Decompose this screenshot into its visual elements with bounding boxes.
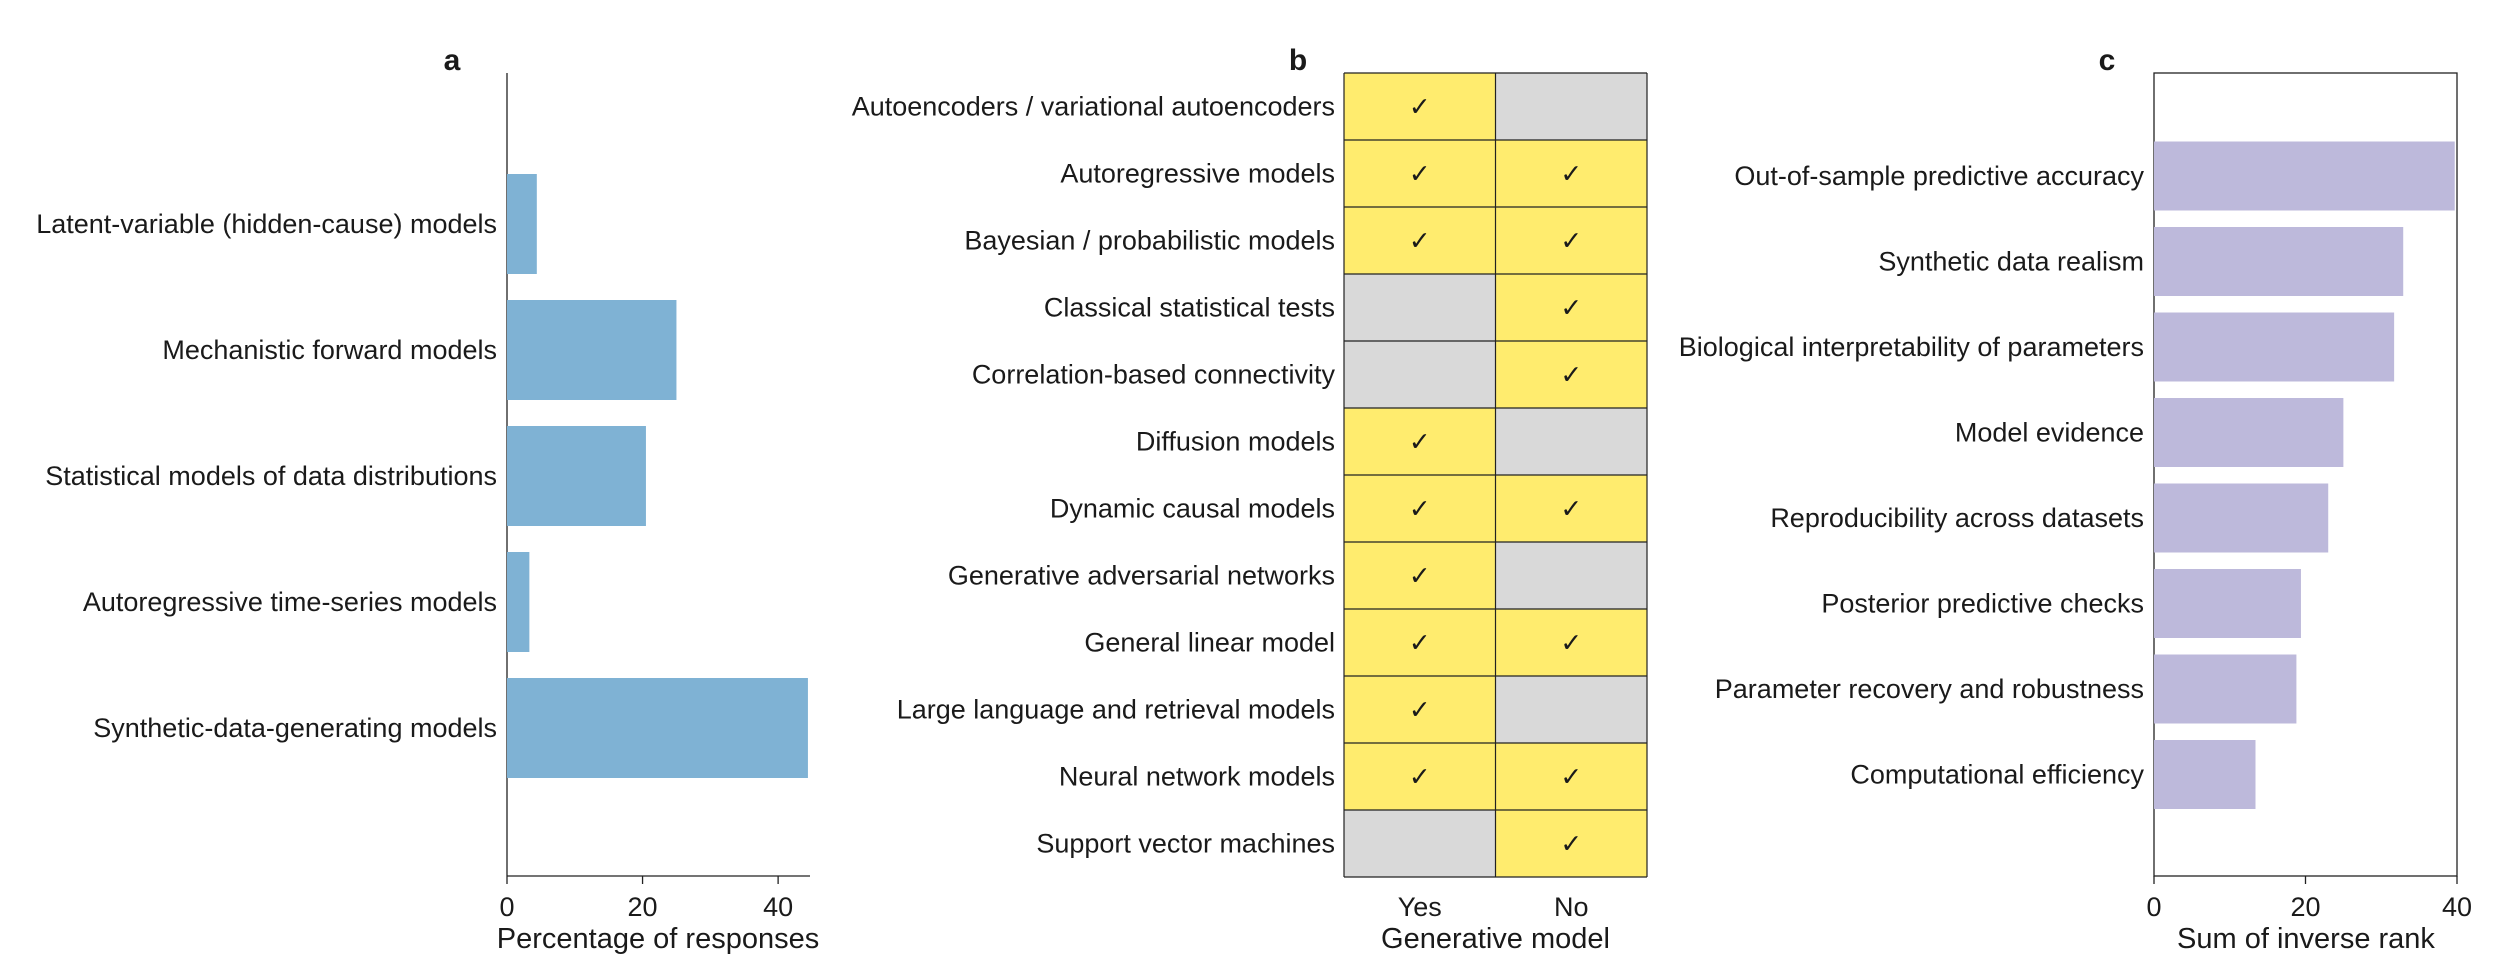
table-cell bbox=[1495, 408, 1647, 475]
checkmark-icon: ✓ bbox=[1560, 628, 1582, 658]
table-cell bbox=[1344, 274, 1496, 341]
table-cell bbox=[1344, 475, 1496, 542]
table-cell bbox=[1495, 341, 1647, 408]
checkmark-icon: ✓ bbox=[1560, 829, 1582, 859]
table-cell bbox=[1495, 676, 1647, 743]
panel-letter-c: c bbox=[2099, 44, 2116, 77]
x-axis-title: Percentage of responses bbox=[497, 923, 819, 955]
bar-1 bbox=[507, 174, 537, 274]
category-label: Parameter recovery and robustness bbox=[1715, 674, 2144, 704]
category-label: Out-of-sample predictive accuracy bbox=[1734, 161, 2144, 191]
panel-b-model-table: ✓ Autoencoders / variational autoencoders… bbox=[852, 72, 1648, 955]
table-cell bbox=[1344, 542, 1496, 609]
x-tick-label: 40 bbox=[763, 892, 793, 922]
category-label: Synthetic-data-generating models bbox=[93, 713, 497, 743]
table-cell bbox=[1495, 73, 1647, 140]
table-cell bbox=[1495, 207, 1647, 274]
row-label: Large language and retrieval models bbox=[897, 695, 1335, 725]
checkmark-icon: ✓ bbox=[1560, 293, 1582, 323]
row-label: Dynamic causal models bbox=[1050, 494, 1335, 524]
column-label: No bbox=[1554, 892, 1589, 922]
category-label: Reproducibility across datasets bbox=[1770, 503, 2144, 533]
bar-2 bbox=[2154, 227, 2404, 296]
x-tick-label: 40 bbox=[2442, 892, 2472, 922]
table-cell bbox=[1344, 140, 1496, 207]
panel-letter-b: b bbox=[1289, 44, 1307, 77]
category-label: Latent-variable (hidden-cause) models bbox=[36, 209, 497, 239]
row-label: Correlation-based connectivity bbox=[972, 360, 1336, 390]
bar-5 bbox=[2154, 483, 2329, 553]
table-cell bbox=[1495, 475, 1647, 542]
x-axis-title: Generative model bbox=[1381, 923, 1610, 955]
panel-a-bar-chart: Latent-variable (hidden-cause) modelsMec… bbox=[36, 73, 819, 955]
bar-5 bbox=[507, 678, 808, 778]
checkmark-icon: ✓ bbox=[1409, 561, 1431, 591]
bar-8 bbox=[2154, 740, 2256, 809]
table-cell bbox=[1495, 810, 1647, 877]
category-label: Mechanistic forward models bbox=[162, 335, 497, 365]
bar-4 bbox=[507, 552, 530, 652]
row-label: Classical statistical tests bbox=[1044, 293, 1335, 323]
table-cell bbox=[1344, 743, 1496, 810]
checkmark-icon: ✓ bbox=[1560, 360, 1582, 390]
category-label: Synthetic data realism bbox=[1878, 247, 2144, 277]
row-label: Diffusion models bbox=[1136, 427, 1335, 457]
table-cell bbox=[1344, 341, 1496, 408]
category-label: Model evidence bbox=[1955, 418, 2144, 448]
checkmark-icon: ✓ bbox=[1409, 695, 1431, 725]
row-label: Neural network models bbox=[1059, 762, 1335, 792]
row-label: Bayesian / probabilistic models bbox=[964, 226, 1335, 256]
bar-4 bbox=[2154, 398, 2344, 467]
table-cell bbox=[1344, 810, 1496, 877]
x-tick-label: 20 bbox=[2290, 892, 2320, 922]
bar-6 bbox=[2154, 569, 2301, 638]
row-label: Autoregressive models bbox=[1060, 159, 1335, 189]
table-cell bbox=[1344, 207, 1496, 274]
table-cell bbox=[1344, 609, 1496, 676]
checkmark-icon: ✓ bbox=[1409, 159, 1431, 189]
category-label: Computational efficiency bbox=[1850, 760, 2144, 790]
checkmark-icon: ✓ bbox=[1409, 427, 1431, 457]
category-label: Posterior predictive checks bbox=[1821, 589, 2144, 619]
row-label: Generative adversarial networks bbox=[948, 561, 1335, 591]
category-label: Biological interpretability of parameter… bbox=[1679, 332, 2144, 362]
checkmark-icon: ✓ bbox=[1560, 226, 1582, 256]
table-cell bbox=[1344, 676, 1496, 743]
checkmark-icon: ✓ bbox=[1409, 628, 1431, 658]
checkmark-icon: ✓ bbox=[1409, 226, 1431, 256]
row-label: Support vector machines bbox=[1036, 829, 1335, 859]
x-tick-label: 0 bbox=[499, 892, 514, 922]
bar-3 bbox=[507, 426, 646, 526]
table-cell bbox=[1495, 274, 1647, 341]
column-label: Yes bbox=[1398, 892, 1442, 922]
bar-1 bbox=[2154, 141, 2455, 211]
checkmark-icon: ✓ bbox=[1409, 494, 1431, 524]
table-cell bbox=[1495, 542, 1647, 609]
category-label: Autoregressive time-series models bbox=[83, 587, 497, 617]
table-cell bbox=[1344, 73, 1496, 140]
checkmark-icon: ✓ bbox=[1409, 762, 1431, 792]
table-cell bbox=[1495, 140, 1647, 207]
table-cell bbox=[1344, 408, 1496, 475]
panel-c-bar-chart: Out-of-sample predictive accuracySynthet… bbox=[1679, 72, 2472, 955]
panel-letter-a: a bbox=[444, 44, 461, 77]
bar-7 bbox=[2154, 654, 2297, 724]
checkmark-icon: ✓ bbox=[1560, 159, 1582, 189]
checkmark-icon: ✓ bbox=[1560, 762, 1582, 792]
table-cell bbox=[1495, 609, 1647, 676]
checkmark-icon: ✓ bbox=[1409, 92, 1431, 122]
category-label: Statistical models of data distributions bbox=[45, 461, 497, 491]
checkmark-icon: ✓ bbox=[1560, 494, 1582, 524]
row-label: General linear model bbox=[1084, 628, 1335, 658]
row-label: Autoencoders / variational autoencoders bbox=[852, 92, 1335, 122]
x-axis-title: Sum of inverse rank bbox=[2177, 923, 2435, 955]
bar-2 bbox=[507, 300, 677, 400]
table-cell bbox=[1495, 743, 1647, 810]
x-tick-label: 20 bbox=[628, 892, 658, 922]
x-tick-label: 0 bbox=[2146, 892, 2161, 922]
bar-3 bbox=[2154, 312, 2395, 382]
